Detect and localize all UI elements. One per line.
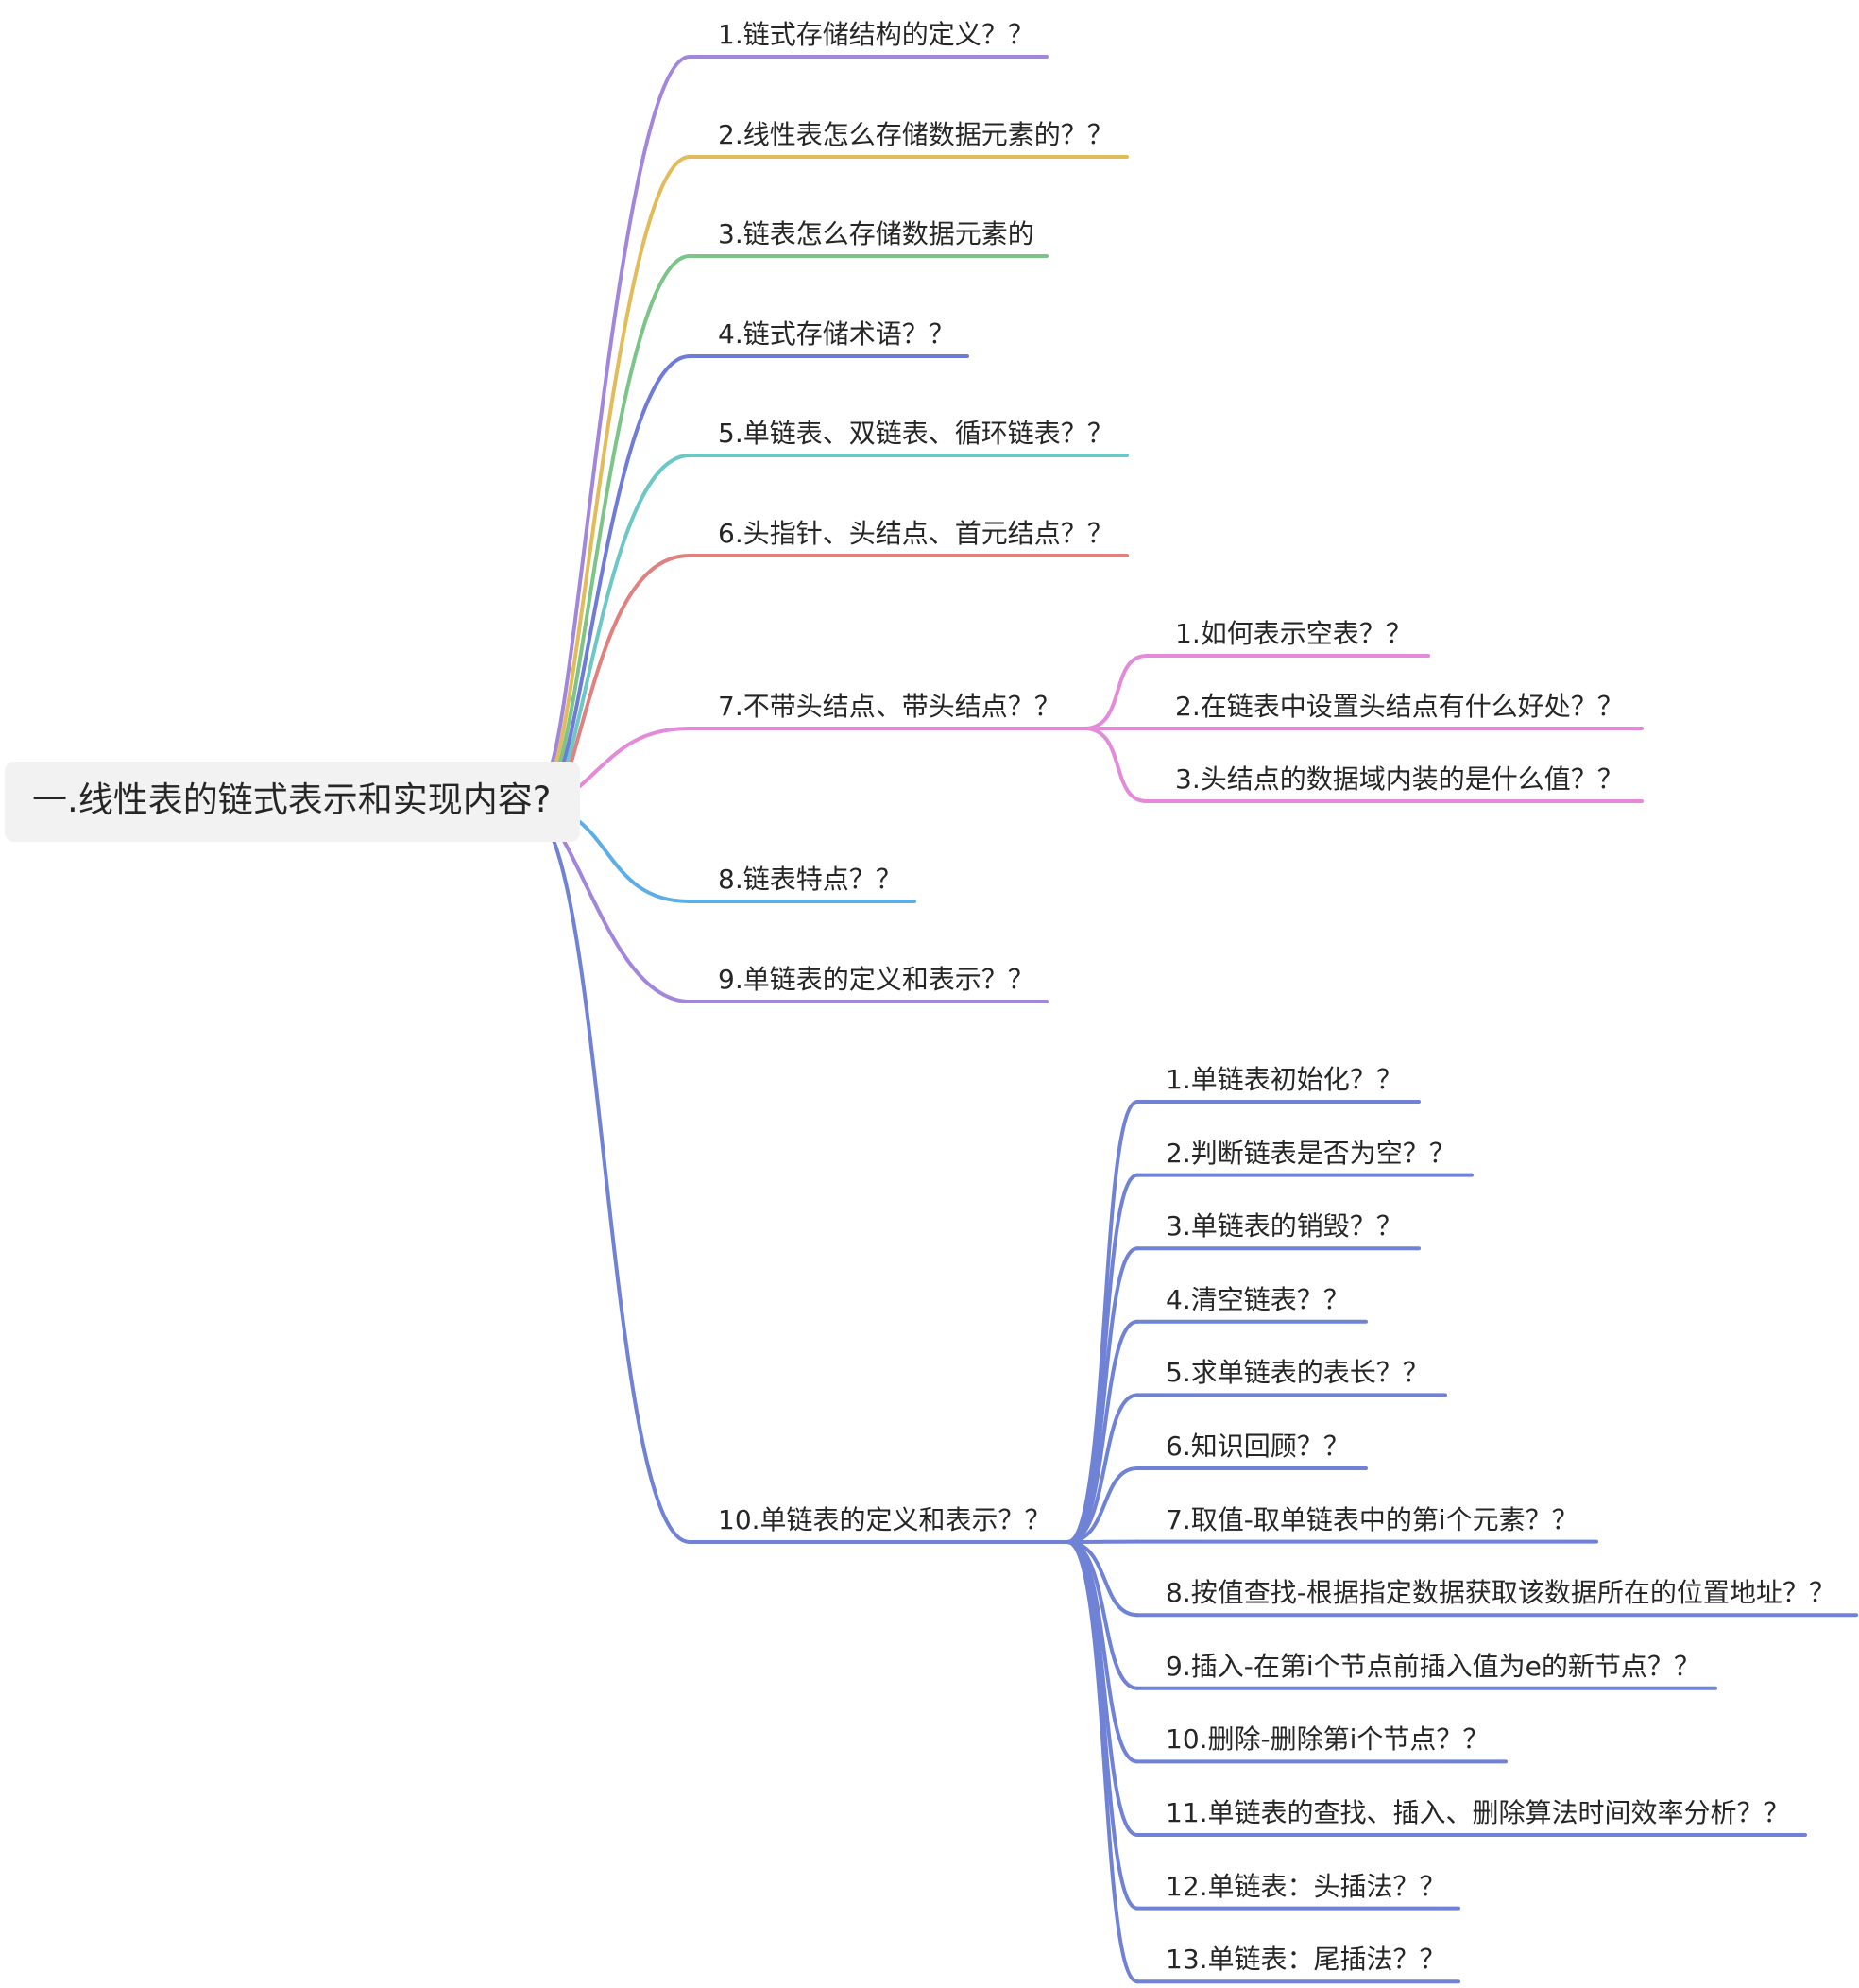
child-node[interactable]: 13.单链表：尾插法？？ <box>1166 1944 1446 1976</box>
branch-connector <box>562 354 691 763</box>
child-connector <box>1066 1540 1139 1984</box>
branch-node[interactable]: 10.单链表的定义和表示？？ <box>718 1504 1051 1535</box>
branch-connector <box>554 155 691 763</box>
child-connector <box>1066 1246 1139 1544</box>
child-node[interactable]: 7.取值-取单链表中的第i个元素？？ <box>1166 1503 1578 1535</box>
child-connector <box>1066 1319 1139 1544</box>
child-node[interactable]: 3.单链表的销毁？？ <box>1166 1210 1403 1242</box>
branch-connector <box>551 55 691 763</box>
branch-node[interactable]: 7.不带头结点、带头结点？？ <box>718 691 1061 722</box>
child-connector <box>1066 1173 1139 1544</box>
child-connector <box>1066 1393 1139 1544</box>
child-node[interactable]: 6.知识回顾？？ <box>1166 1431 1350 1462</box>
child-node[interactable]: 5.求单链表的表长？？ <box>1166 1357 1429 1389</box>
branch-node[interactable]: 3.链表怎么存储数据元素的 <box>718 218 1034 249</box>
child-node[interactable]: 1.单链表初始化？？ <box>1166 1064 1403 1095</box>
child-node[interactable]: 12.单链表：头插法？？ <box>1166 1870 1446 1902</box>
child-node[interactable]: 9.插入-在第i个节点前插入值为e的新节点？？ <box>1166 1650 1700 1682</box>
branch-node[interactable]: 4.链式存储术语？？ <box>718 318 955 350</box>
child-node[interactable]: 3.头结点的数据域内装的是什么值？？ <box>1175 763 1624 795</box>
branch-node[interactable]: 8.链表特点？？ <box>718 864 902 895</box>
branch-connector <box>566 454 691 763</box>
branch-node[interactable]: 5.单链表、双链表、循环链表？？ <box>718 418 1114 449</box>
root-node-label: 一.线性表的链式表示和实现内容? <box>32 780 552 820</box>
child-node[interactable]: 8.按值查找-根据指定数据获取该数据所在的位置地址？？ <box>1166 1577 1835 1609</box>
branch-node[interactable]: 2.线性表怎么存储数据元素的？？ <box>718 119 1114 150</box>
child-connector <box>1083 654 1149 730</box>
child-node[interactable]: 2.判断链表是否为空？？ <box>1166 1137 1456 1169</box>
branch-node[interactable]: 1.链式存储结构的定义？？ <box>718 19 1034 50</box>
branch-connector <box>551 820 691 1003</box>
branch-node[interactable]: 6.头指针、头结点、首元结点？？ <box>718 518 1114 549</box>
child-connector <box>1083 727 1149 803</box>
branch-connector <box>558 254 691 763</box>
branch-connector <box>570 554 691 763</box>
child-node[interactable]: 1.如何表示空表？？ <box>1175 618 1412 649</box>
child-node[interactable]: 4.清空链表？？ <box>1166 1283 1350 1315</box>
child-node[interactable]: 2.在链表中设置头结点有什么好处？？ <box>1175 691 1624 722</box>
branch-node[interactable]: 9.单链表的定义和表示？？ <box>718 964 1034 995</box>
branch-connector <box>578 820 691 903</box>
root-node[interactable] <box>5 762 580 842</box>
child-node[interactable]: 11.单链表的查找、插入、删除算法时间效率分析？？ <box>1166 1797 1790 1828</box>
child-node[interactable]: 10.删除-删除第i个节点？？ <box>1166 1723 1490 1756</box>
child-connector <box>1066 1466 1139 1544</box>
child-connector <box>1066 1540 1139 1690</box>
branch-connector <box>548 830 691 1544</box>
branch-connector <box>578 727 691 788</box>
